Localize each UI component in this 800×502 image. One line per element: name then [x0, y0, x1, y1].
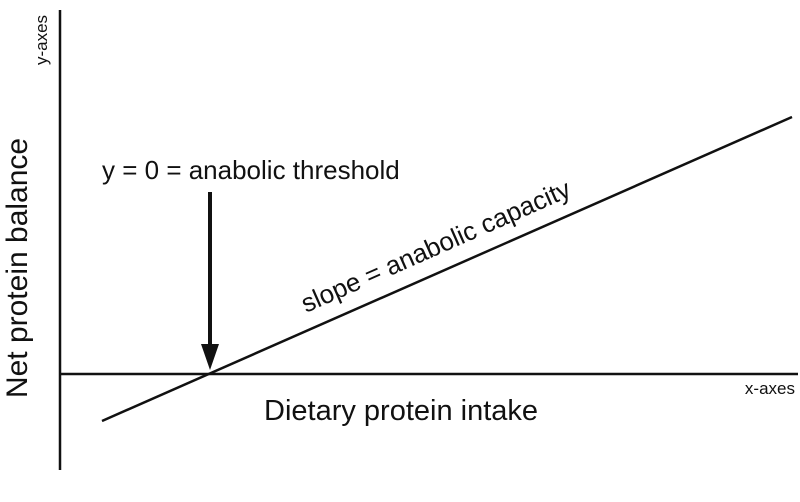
- x-axis-label: Dietary protein intake: [264, 395, 538, 427]
- threshold-arrow-head: [201, 344, 219, 370]
- x-axis-tag: x-axes: [745, 379, 795, 398]
- balance-trend-line: [101, 115, 793, 423]
- slope-annotation: slope = anabolic capacity: [296, 174, 575, 319]
- threshold-annotation: y = 0 = anabolic threshold: [102, 155, 400, 185]
- y-axis-tag: y-axes: [32, 15, 51, 65]
- y-axis-label: Net protein balance: [1, 138, 34, 398]
